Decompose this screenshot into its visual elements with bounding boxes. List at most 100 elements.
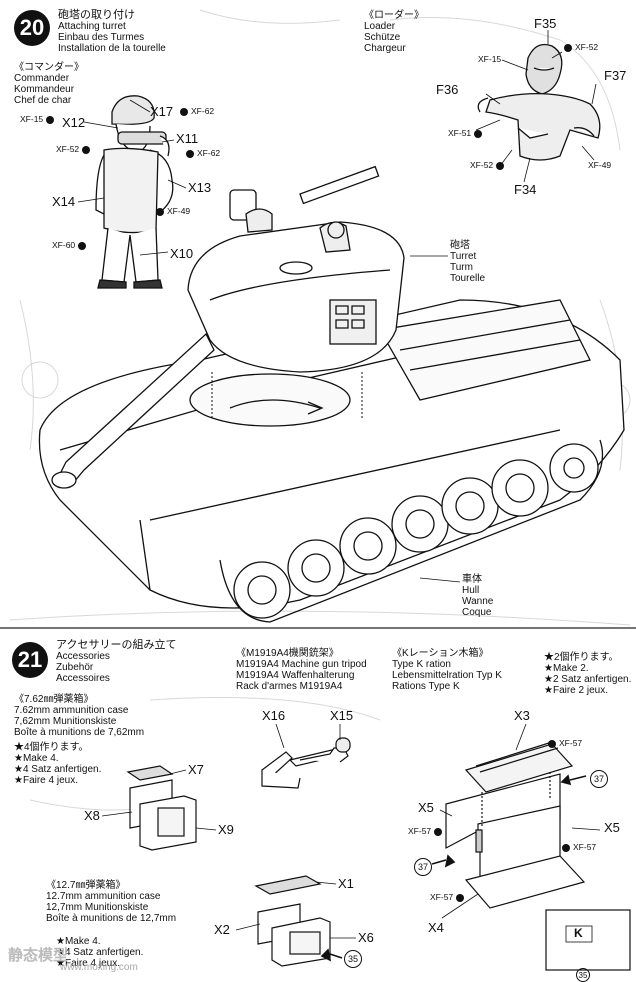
paint-code: XF-15 bbox=[20, 114, 44, 124]
paint-dot-icon bbox=[82, 145, 91, 154]
part-x11: X11 bbox=[176, 131, 199, 146]
step20-title-de: Einbau des Turmes bbox=[58, 32, 145, 43]
decal-box bbox=[545, 909, 631, 971]
loader-paint-xf51: XF-51 bbox=[448, 128, 485, 138]
make-note-fr: ★Faire 4 jeux. bbox=[14, 775, 78, 786]
commander-label-fr: Chef de char bbox=[14, 95, 72, 106]
ref-circle-35: 35 bbox=[344, 950, 362, 968]
ref-circle-37-left: 37 bbox=[414, 858, 432, 876]
ammo762-label: 《7.62㎜弾薬箱》 7.62mm ammunition case 7,62mm… bbox=[14, 694, 144, 738]
ration-label-en: Type K ration bbox=[392, 659, 451, 670]
paint-dot-icon bbox=[46, 115, 55, 124]
make-note-en: ★Make 4. bbox=[56, 936, 101, 947]
step20-title: 砲塔の取り付け Attaching turret Einbau des Turm… bbox=[58, 9, 166, 55]
loader-leader-lines bbox=[475, 30, 597, 183]
ration-label-fr: Rations Type K bbox=[392, 681, 460, 692]
loader-label-fr: Chargeur bbox=[364, 43, 406, 54]
decal-swatch bbox=[565, 925, 593, 943]
watermark-cn: 静态模型 bbox=[8, 947, 69, 964]
paint-code: XF-57 bbox=[573, 842, 597, 852]
ration-label-jp: 《Kレーション木箱》 bbox=[392, 648, 489, 659]
part-f35: F35 bbox=[534, 16, 557, 31]
ammo127-label: 《12.7㎜弾薬箱》 12.7mm ammunition case 12,7mm… bbox=[46, 880, 176, 924]
turret-drop-guides bbox=[211, 372, 363, 420]
step21-title-en: Accessories bbox=[56, 651, 110, 662]
ammo127-leaders bbox=[235, 881, 356, 939]
part-x9: X9 bbox=[218, 822, 234, 837]
ammo127-art bbox=[254, 875, 331, 967]
ammo127-label-fr: Boîte à munitions de 12,7mm bbox=[46, 913, 177, 924]
part-x2: X2 bbox=[214, 922, 230, 937]
paint-code: XF-62 bbox=[191, 106, 215, 116]
part-x10: X10 bbox=[170, 246, 194, 261]
ammo762-label-fr: Boîte à munitions de 7,62mm bbox=[14, 727, 145, 738]
part-x4: X4 bbox=[428, 920, 444, 935]
ration-label-de: Lebensmittelration Typ K bbox=[392, 670, 502, 681]
paint-dot-icon bbox=[496, 161, 505, 170]
paint-code: XF-49 bbox=[167, 206, 191, 216]
ammo762-label-de: 7,62mm Munitionskiste bbox=[14, 716, 117, 727]
ammo127-label-de: 12,7mm Munitionskiste bbox=[46, 902, 149, 913]
paint-dot-icon bbox=[564, 43, 572, 52]
loader-paint-xf49: XF-49 bbox=[588, 160, 611, 170]
turret-label-de: Turm bbox=[450, 262, 473, 273]
paint-code: XF-15 bbox=[478, 54, 502, 64]
paint-xf60: XF-60 bbox=[52, 240, 89, 250]
part-x5-left: X5 bbox=[418, 800, 434, 815]
loader-label-de: Schütze bbox=[364, 32, 401, 43]
paint-dot-icon bbox=[156, 207, 164, 216]
tripod-leaders bbox=[275, 723, 341, 749]
part-x5-right: X5 bbox=[604, 820, 620, 835]
step21-title: アクセサリーの組み立て Accessories Zubehör Accessoi… bbox=[56, 640, 176, 685]
tripod-label-fr: Rack d'armes M1919A4 bbox=[236, 681, 343, 692]
part-x12: X12 bbox=[62, 115, 86, 130]
ration-arrows bbox=[431, 774, 587, 868]
tripod-label-en: M1919A4 Machine gun tripod bbox=[236, 659, 367, 670]
decal-letter: K bbox=[574, 926, 583, 940]
part-f36: F36 bbox=[436, 82, 459, 97]
make-note-jp: ★4個作ります。 bbox=[14, 742, 89, 753]
tripod-label-de: M1919A4 Waffenhalterung bbox=[236, 670, 355, 681]
turret-hull-leaders bbox=[410, 255, 461, 583]
paint-dot-icon bbox=[548, 739, 556, 748]
watermark-url: www.moxing.com bbox=[60, 962, 138, 973]
part-x8: X8 bbox=[84, 808, 100, 823]
turret-label-fr: Tourelle bbox=[450, 273, 486, 284]
ammo127-label-en: 12.7mm ammunition case bbox=[46, 891, 161, 902]
paint-code: XF-60 bbox=[52, 240, 76, 250]
turret-label-jp: 砲塔 bbox=[450, 240, 470, 251]
ammo762-label-en: 7.62mm ammunition case bbox=[14, 705, 129, 716]
make-note-fr: ★Faire 4 jeux. bbox=[56, 958, 120, 969]
paint-dot-icon bbox=[180, 107, 188, 116]
part-x16: X16 bbox=[262, 708, 286, 723]
turret-label: 砲塔 Turret Turm Tourelle bbox=[450, 240, 485, 284]
make-note-de: ★4 Satz anfertigen. bbox=[56, 947, 144, 958]
paint-xf15: XF-15 bbox=[20, 114, 57, 124]
step20-title-jp: 砲塔の取り付け bbox=[58, 9, 135, 21]
commander-leader-lines bbox=[77, 99, 187, 256]
ration-paint-xf57-right: XF-57 bbox=[562, 842, 596, 852]
commander-figure bbox=[95, 95, 174, 289]
paint-dot-icon bbox=[78, 241, 87, 250]
loader-figure bbox=[477, 43, 601, 161]
make-note-de: ★4 Satz anfertigen. bbox=[14, 764, 102, 775]
ammo127-make-note: ★Make 4. ★4 Satz anfertigen. ★Faire 4 je… bbox=[56, 936, 143, 969]
tripod-label: 《M1919A4機関銃架》 M1919A4 Machine gun tripod… bbox=[236, 648, 367, 692]
paint-dot-icon bbox=[456, 893, 465, 902]
loader-paint-xf52-face: XF-52 bbox=[564, 42, 598, 52]
paint-dot-icon bbox=[474, 129, 483, 138]
loader-label-en: Loader bbox=[364, 21, 396, 32]
part-f34: F34 bbox=[514, 182, 537, 197]
hull-label-fr: Coque bbox=[462, 607, 492, 618]
paint-code: XF-52 bbox=[575, 42, 599, 52]
tripod-label-jp: 《M1919A4機関銃架》 bbox=[236, 648, 339, 659]
paint-code: XF-52 bbox=[56, 144, 80, 154]
ammo127-label-jp: 《12.7㎜弾薬箱》 bbox=[46, 880, 126, 891]
step20-title-en: Attaching turret bbox=[58, 21, 126, 32]
ammo762-make-note: ★4個作ります。 ★Make 4. ★4 Satz anfertigen. ★F… bbox=[14, 742, 101, 786]
paint-code: XF-57 bbox=[430, 892, 454, 902]
step-number-21: 21 bbox=[12, 642, 48, 678]
loader-paint-xf52-pants: XF-52 bbox=[470, 160, 507, 170]
tank-turret-art bbox=[51, 165, 405, 489]
